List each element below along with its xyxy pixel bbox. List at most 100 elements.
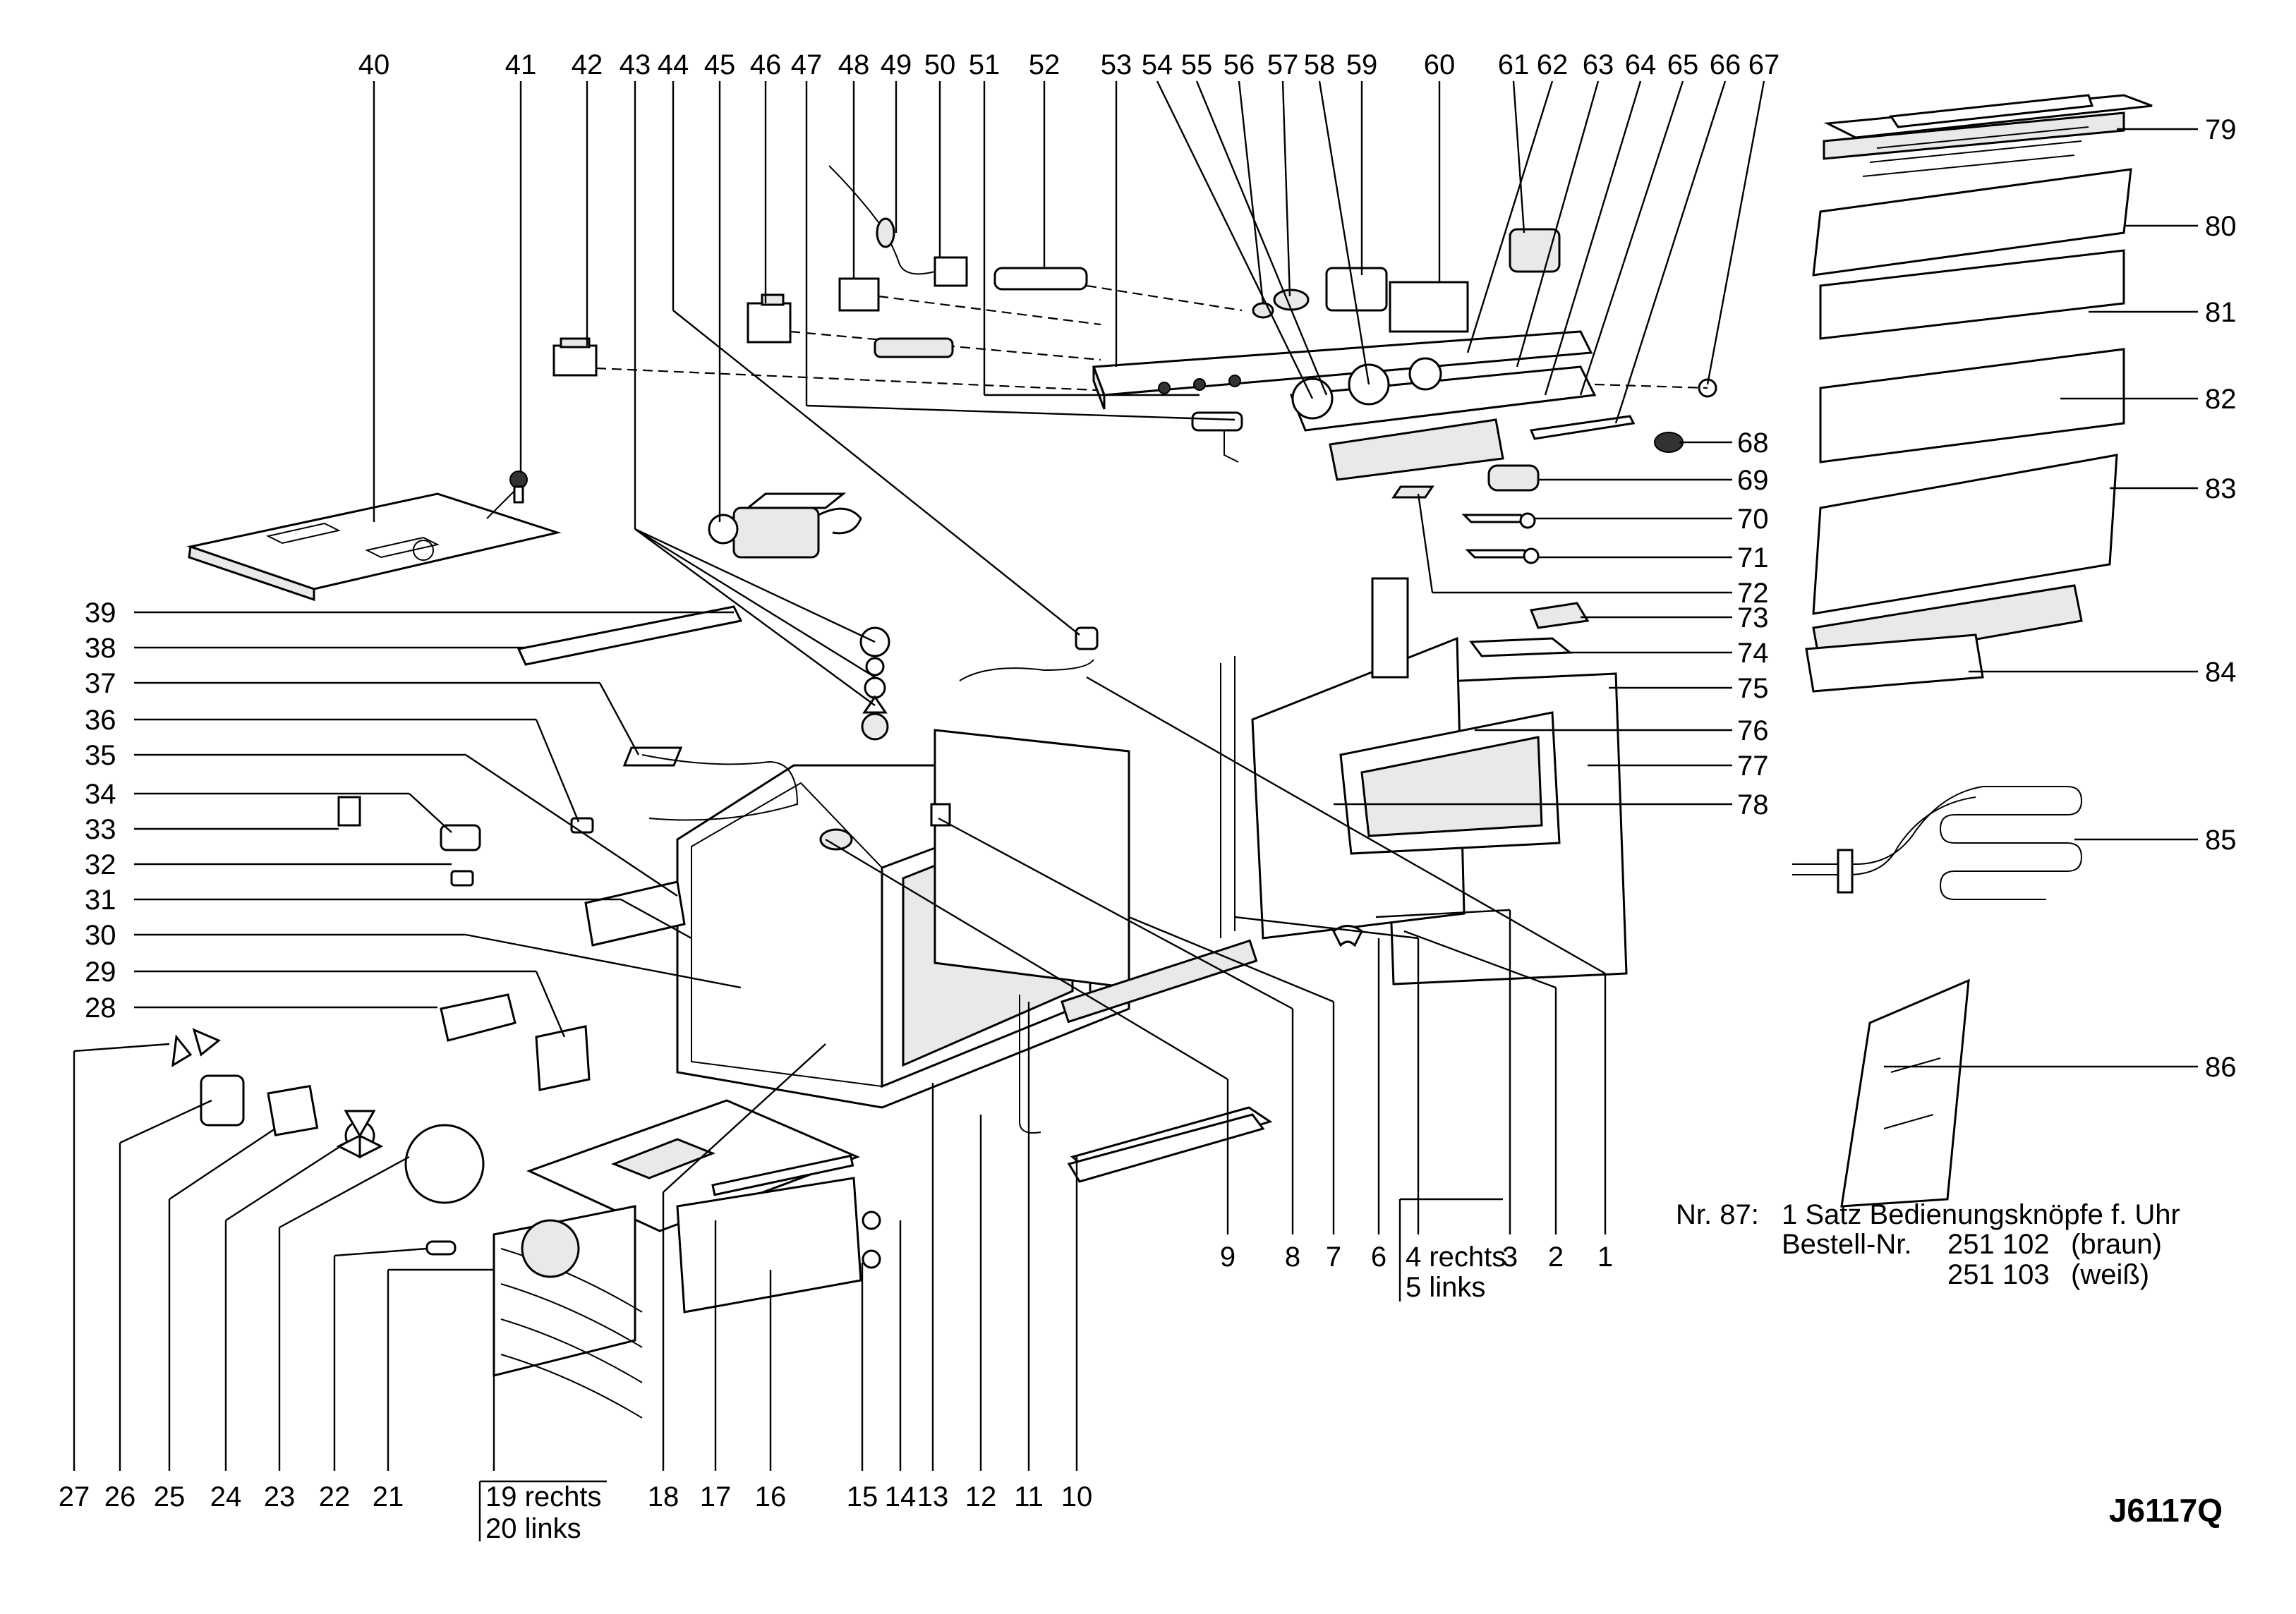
label-12: 12 [965,1481,997,1512]
label-54: 54 [1142,49,1173,80]
label-30: 30 [85,920,116,951]
part-19-21-shelf-supports [493,1205,643,1419]
label-59: 59 [1346,49,1378,80]
part-85-86-heating-element [1792,786,2083,1208]
label-47: 47 [791,49,823,80]
part-51-52-bars [874,267,1243,358]
label-48: 48 [838,49,870,80]
label-24: 24 [210,1481,242,1512]
label-5-links: 5 links [1406,1272,1485,1303]
label-53: 53 [1101,49,1132,80]
label-2: 2 [1548,1242,1564,1273]
label-32: 32 [85,849,116,880]
part-40-plate [186,490,562,602]
label-11: 11 [1014,1481,1044,1512]
label-67: 67 [1748,49,1780,80]
label-6: 6 [1371,1242,1386,1273]
label-26: 26 [104,1481,136,1512]
parts-drawings [171,94,2153,1419]
label-82: 82 [2205,384,2237,415]
label-10: 10 [1061,1481,1093,1512]
part-42-relay [552,337,1130,393]
label-8: 8 [1285,1242,1300,1273]
label-7: 7 [1326,1242,1341,1273]
left-number-labels: 39 38 37 36 35 34 33 32 31 30 29 28 [85,597,116,1024]
label-29: 29 [85,957,116,988]
part-73-74-hinges [1469,602,1590,657]
label-83: 83 [2205,473,2237,504]
leader-lines [73,80,2198,1541]
label-74: 74 [1737,638,1769,669]
part-32-39-small [337,605,799,947]
label-50: 50 [924,49,956,80]
label-22: 22 [319,1481,351,1512]
label-80: 80 [2205,211,2237,242]
label-36: 36 [85,705,116,736]
note-line3-number: 251 103 [1947,1259,2050,1290]
top-number-labels: 40 41 42 43 44 45 46 47 48 49 50 51 52 5… [358,49,1780,80]
label-4-rechts: 4 rechts [1406,1242,1506,1273]
label-69: 69 [1737,465,1769,496]
order-note: Nr. 87: 1 Satz Bedienungsknöpfe f. Uhr B… [1676,1199,2180,1290]
label-84: 84 [2205,657,2237,688]
label-15: 15 [847,1481,878,1512]
label-21: 21 [373,1481,404,1512]
label-58: 58 [1304,49,1336,80]
label-61: 61 [1498,49,1530,80]
label-70: 70 [1737,504,1769,535]
note-line2-variant: (braun) [2071,1229,2162,1260]
label-17: 17 [700,1481,732,1512]
note-line1-label: Nr. 87: [1676,1199,1759,1230]
label-51: 51 [969,49,1001,80]
label-73: 73 [1737,602,1769,633]
label-42: 42 [572,49,603,80]
label-23: 23 [264,1481,296,1512]
label-18: 18 [648,1481,679,1512]
label-13: 13 [917,1481,949,1512]
label-62: 62 [1537,49,1569,80]
drawing-code: J6117Q [2109,1492,2223,1529]
label-39: 39 [85,597,116,629]
part-70-72-bulbs [1391,485,1540,564]
label-9: 9 [1220,1242,1235,1273]
part-28-29 [440,993,591,1091]
label-75: 75 [1737,673,1769,704]
label-27: 27 [59,1481,90,1512]
label-31: 31 [85,885,116,916]
label-14: 14 [885,1481,917,1512]
label-86: 86 [2205,1052,2237,1083]
label-46: 46 [750,49,782,80]
label-25: 25 [154,1481,186,1512]
note-line2-label: Bestell-Nr. [1782,1229,1912,1260]
label-37: 37 [85,668,116,699]
label-41: 41 [505,49,537,80]
note-line1-text: 1 Satz Bedienungsknöpfe f. Uhr [1782,1199,2180,1230]
label-3: 3 [1502,1242,1518,1273]
label-35: 35 [85,740,116,771]
label-40: 40 [358,49,390,80]
label-45: 45 [704,49,736,80]
part-79-84-trays [1805,94,2153,693]
label-81: 81 [2205,297,2237,328]
label-28: 28 [85,993,116,1024]
label-49: 49 [881,49,912,80]
label-77: 77 [1737,751,1769,782]
label-44: 44 [658,49,689,80]
label-57: 57 [1267,49,1299,80]
part-41-screw [509,471,528,504]
group-label-19-20: 19 rechts 20 links [485,1481,602,1544]
bottom-number-labels: 27 26 25 24 23 22 21 18 17 16 15 14 13 1… [59,1242,1613,1512]
part-53-66-control-panel [1092,228,1717,492]
label-71: 71 [1737,542,1769,574]
label-33: 33 [85,814,116,845]
label-55: 55 [1181,49,1213,80]
label-68: 68 [1737,427,1769,459]
label-43: 43 [620,49,651,80]
part-oven-cavity [676,626,1273,1176]
part-10-rail [1067,1113,1265,1183]
label-66: 66 [1710,49,1741,80]
label-72: 72 [1737,578,1769,609]
label-63: 63 [1583,49,1614,80]
label-16: 16 [755,1481,787,1512]
